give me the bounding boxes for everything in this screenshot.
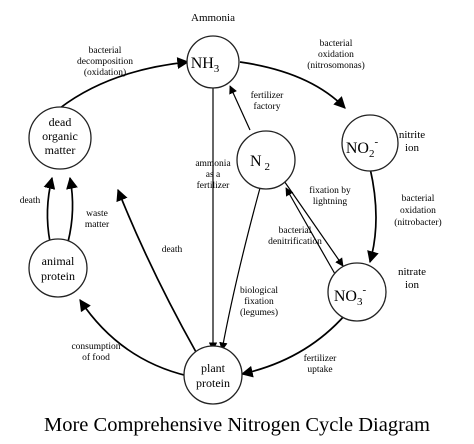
node-animal-protein [28, 238, 88, 298]
fertilizer-uptake-2: uptake [307, 365, 332, 375]
arrow-n2-to-nh3 [229, 85, 251, 131]
fixation-lightning-1: fixation by [309, 185, 351, 196]
bact-ox-2: oxidation [318, 50, 354, 60]
denitrification-1: bacterial [279, 226, 312, 236]
ammonia-fertilizer-2: as a [206, 170, 221, 180]
nh3-formula: NH3 [191, 55, 220, 75]
death-plant: death [162, 245, 183, 255]
death-left: death [20, 196, 41, 206]
arrow-nh3-to-no2 [239, 61, 346, 109]
nitrite-ion-label-1: nitrite [399, 129, 425, 141]
bact-decomp-2: decomposition [77, 57, 133, 67]
arrow-plant-to-animal [79, 299, 189, 377]
plant-protein-label-2: protein [196, 376, 230, 390]
arrow-plant-to-dead [116, 188, 197, 353]
animal-protein-label-1: animal [42, 254, 75, 268]
no3-formula: NO3- [334, 284, 367, 308]
arrow-animal-to-dead-death [43, 176, 56, 243]
fixation-lightning-2: lightning [313, 197, 348, 207]
node-n2 [236, 130, 296, 190]
bact-ox-1: bacterial [320, 39, 353, 49]
bio-fixation-2: fixation [244, 296, 274, 307]
arrow-no2-to-no3 [367, 167, 379, 264]
bact-ox-nitrobacter-1: bacterial [402, 194, 435, 204]
nitrate-ion-label-1: nitrate [398, 266, 426, 278]
ammonia-fertilizer-1: ammonia [195, 159, 231, 169]
bio-fixation-3: (legumes) [240, 307, 278, 318]
arrow-animal-to-dead-waste [66, 176, 78, 243]
bact-ox-3: (nitrosomonas) [307, 60, 365, 71]
consumption-food-2: of food [82, 352, 110, 363]
bact-ox-nitrobacter-3: (nitrobacter) [394, 217, 441, 228]
nitrite-ion-label-2: ion [405, 142, 420, 154]
animal-protein-label-2: protein [41, 269, 75, 283]
arrow-no3-to-n2 [285, 187, 336, 275]
bact-ox-nitrobacter-2: oxidation [400, 206, 436, 216]
bact-decomp-1: bacterial [89, 46, 122, 56]
bact-decomp-3: (oxidation) [84, 67, 126, 78]
fertilizer-uptake-1: fertilizer [304, 353, 338, 364]
dead-organic-label-2: organic [42, 129, 78, 143]
diagram-caption: More Comprehensive Nitrogen Cycle Diagra… [44, 414, 430, 436]
waste-matter-1: waste [86, 209, 108, 219]
dead-organic-label-3: matter [45, 143, 76, 157]
dead-organic-label-1: dead [49, 115, 72, 129]
node-dead-organic-matter [28, 106, 92, 170]
waste-matter-2: matter [85, 220, 110, 230]
ammonia-fertilizer-3: fertilizer [197, 180, 231, 191]
fertilizer-factory-2: factory [254, 101, 281, 112]
bio-fixation-1: biological [240, 286, 278, 296]
arrow-no3-to-plant [240, 314, 346, 378]
consumption-food-1: consumption [71, 342, 120, 352]
fertilizer-factory-1: fertilizer [251, 90, 285, 101]
no2-formula: NO2- [346, 136, 379, 160]
denitrification-2: denitrification [268, 236, 322, 247]
node-no3 [327, 262, 387, 322]
node-plant-protein [183, 345, 243, 405]
nitrate-ion-label-2: ion [405, 279, 420, 291]
plant-protein-label-1: plant [201, 361, 226, 375]
arrow-dead-to-nh3 [59, 57, 190, 109]
node-no2 [341, 114, 399, 172]
ammonia-label: Ammonia [191, 12, 235, 24]
arrow-n2-to-plant [219, 187, 261, 351]
node-nh3 [186, 35, 240, 89]
